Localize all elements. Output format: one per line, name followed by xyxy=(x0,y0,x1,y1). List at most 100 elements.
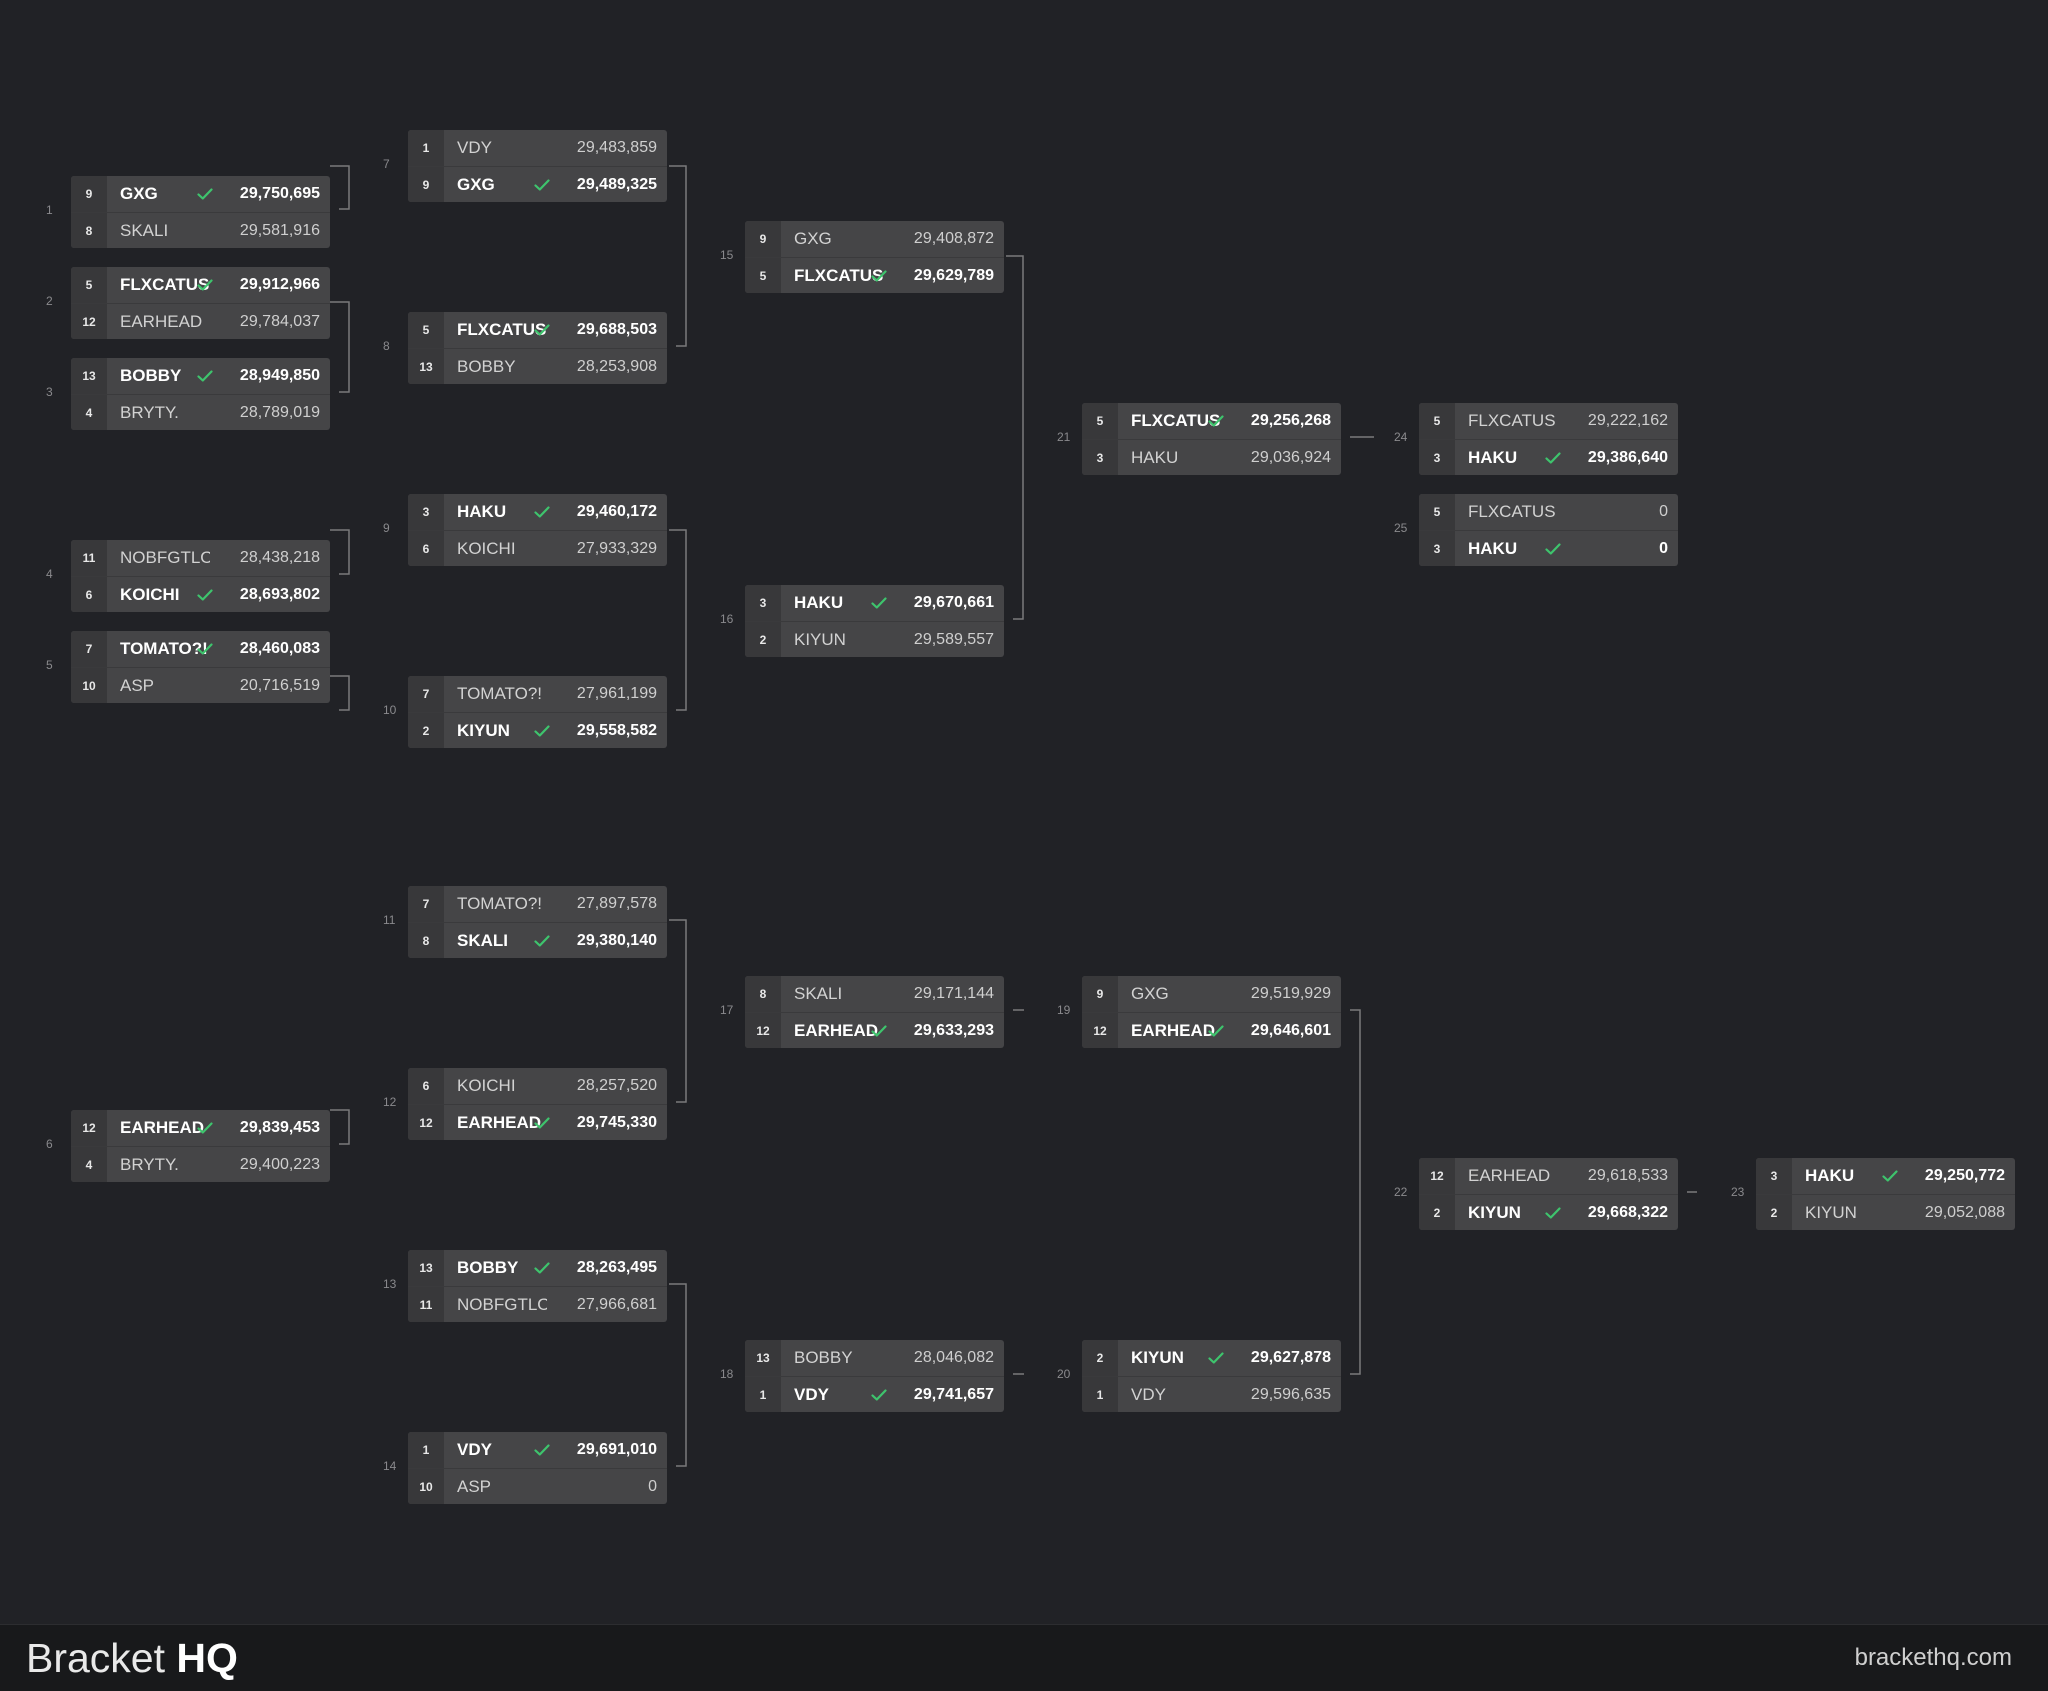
seed-badge: 3 xyxy=(408,494,444,530)
connector-line xyxy=(330,675,350,711)
match-number: 9 xyxy=(383,521,390,535)
winner-check-icon xyxy=(1545,1195,1561,1230)
team-score: 29,408,872 xyxy=(913,230,994,247)
seed-badge: 3 xyxy=(745,585,781,621)
team-name: EARHEAD xyxy=(1131,1020,1216,1040)
winner-check-icon xyxy=(1545,440,1561,475)
seed-badge: 3 xyxy=(1419,531,1455,566)
brand-logo[interactable]: Bracket HQ xyxy=(26,1635,238,1682)
seed-badge: 5 xyxy=(71,267,107,303)
team-score: 27,961,199 xyxy=(576,685,657,702)
team-score: 29,688,503 xyxy=(576,321,657,338)
team-score: 29,741,657 xyxy=(913,1385,994,1403)
team-name: SKALI xyxy=(794,984,843,1003)
team-score: 29,691,010 xyxy=(576,1441,657,1458)
site-link[interactable]: brackethq.com xyxy=(1854,1644,2012,1671)
match-number: 14 xyxy=(383,1459,397,1473)
brand-text: Bracket xyxy=(26,1635,165,1681)
brand-text-bold: HQ xyxy=(176,1635,238,1681)
winner-check-icon xyxy=(197,267,213,303)
team-score: 29,380,140 xyxy=(576,931,657,949)
team-score: 29,489,325 xyxy=(576,175,657,193)
team-score: 29,670,661 xyxy=(913,594,994,611)
team-score: 28,253,908 xyxy=(576,357,657,375)
